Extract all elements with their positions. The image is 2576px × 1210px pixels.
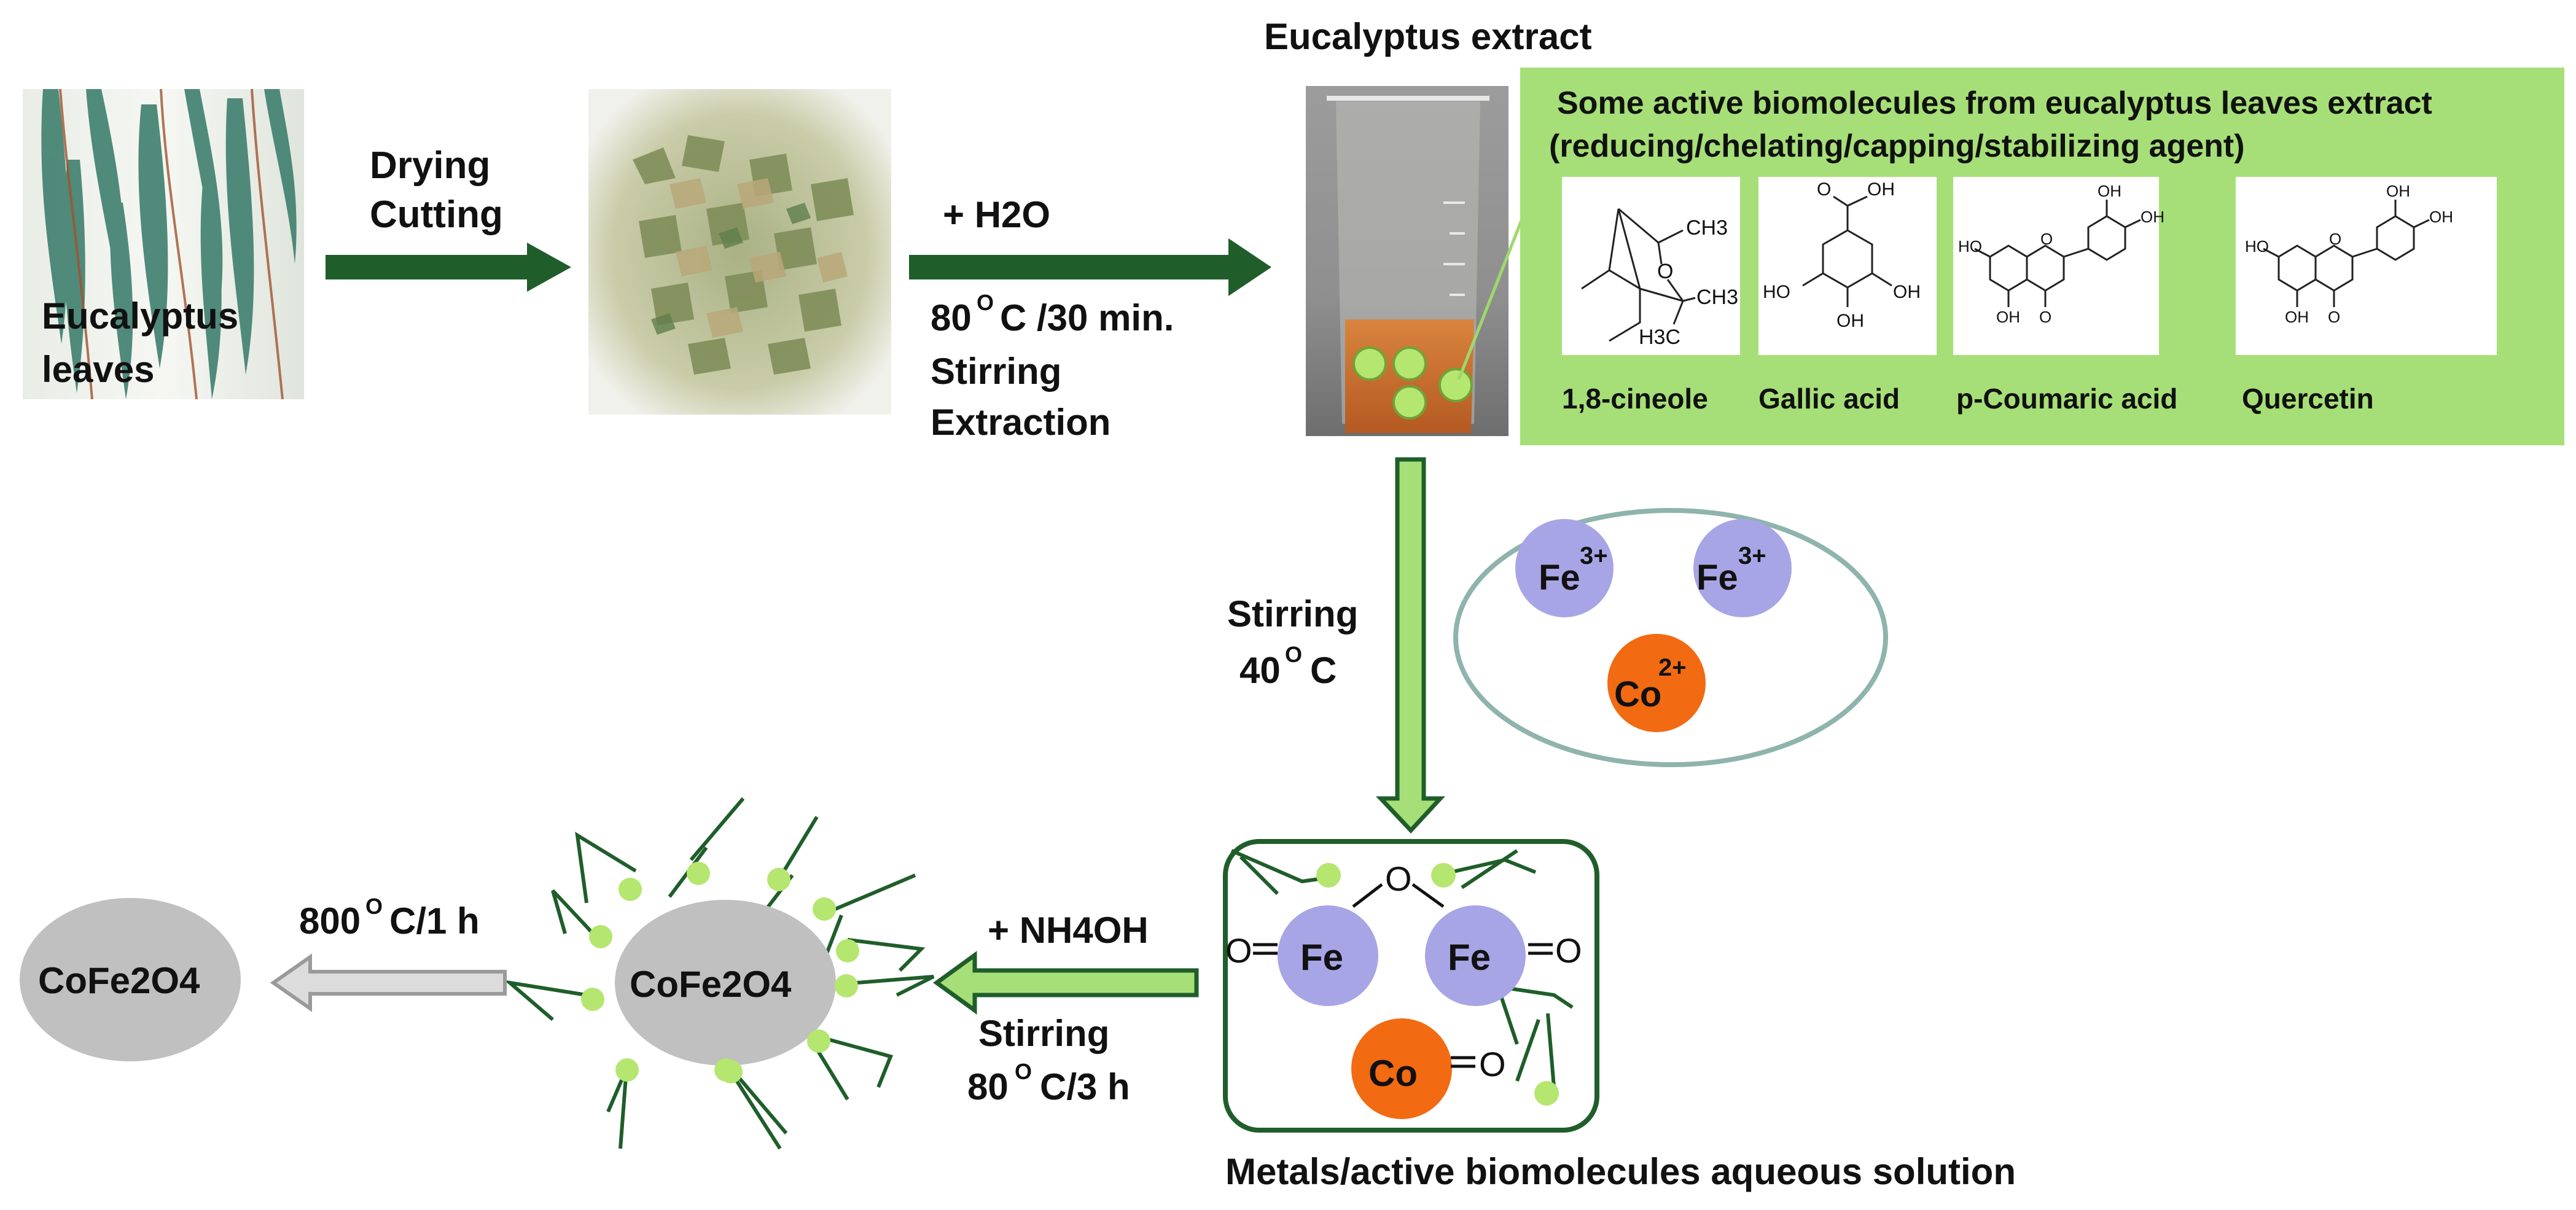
arrow-mixing [1375,457,1445,834]
biomolecules-panel: Some active biomolecules from eucalyptus… [1520,68,2564,445]
complex-caption: Metals/active biomolecules aqueous solut… [1225,1151,2016,1192]
metal-complex-box: Fe Fe Co O O O O [1223,839,1599,1133]
coumaric-oh-right: OH [2141,208,2164,226]
gallic-ho-left: HO [1763,282,1790,302]
leaves-label-line2: leaves [42,349,155,390]
coated-nanoparticle: CoFe2O4 [503,797,935,1150]
step-calc-degree: O [365,894,383,919]
dried-leaves-photo [588,89,891,415]
coumaric-ho-left: HO [1958,237,1982,256]
metal-ions-group: Fe 3+ Fe 3+ Co 2+ [1453,508,1888,767]
complex-co [1351,1018,1452,1119]
quercetin-structure: HO OH OH OH O O [2236,177,2497,355]
quercetin-o-bottom: O [2328,308,2340,326]
complex-co-label: Co [1368,1053,1418,1094]
gallic-oh-bottom: OH [1836,311,1864,331]
step-mix-stirring: Stirring [1227,593,1358,634]
co2-symbol: Co [1614,674,1661,714]
step-calc-temp: 800 [299,900,361,942]
arrow-calcination [270,953,507,1012]
extract-title: Eucalyptus extract [1264,16,1592,57]
quercetin-oh-top: OH [2386,182,2410,200]
coumaric-o-ring: O [2040,230,2053,248]
co2-charge: 2+ [1658,654,1687,681]
step-extraction-label: Extraction [931,402,1110,443]
co2-ion [1607,634,1706,732]
final-np-label: CoFe2O4 [38,960,200,1001]
fe3-right-symbol: Fe [1696,558,1738,598]
coumaric-oh-top: OH [2098,182,2121,200]
complex-o-right: O [1555,931,1582,970]
complex-fe-right [1425,905,1526,1006]
complex-fe-right-label: Fe [1448,937,1491,978]
gallic-oh-top: OH [1867,179,1895,200]
coumaric-acid-structure: HO OH OH OH O O [1953,177,2164,355]
quercetin-oh-bottom: OH [2285,308,2309,326]
leaves-photo: Eucalyptus leaves [23,88,304,400]
step-extraction-time: C /30 min. [1000,297,1174,338]
cineole-structure: CH3 O CH3 H3C [1562,177,1740,355]
complex-o-co: O [1479,1045,1506,1083]
coumaric-oh-bottom: OH [1996,308,2020,326]
cineole-ch3-right: CH3 [1696,286,1738,309]
step-water-label: + H2O [943,194,1050,235]
complex-o-left: O [1225,931,1252,970]
step-mix-degree: O [1285,642,1302,667]
step-mix-temp: 40 [1239,650,1281,691]
fe3-ion-right [1693,519,1792,617]
cineole-h3c: H3C [1639,326,1680,349]
complex-bridge-o: O [1385,859,1412,898]
quercetin-o-ring: O [2329,230,2341,248]
fe3-left-symbol: Fe [1539,558,1580,598]
step-mix-unit: C [1310,650,1337,691]
biomolecule-name-gallic: Gallic acid [1758,383,1900,415]
step-extraction-temp: 80 [931,297,972,338]
step-precip-unit: C/3 h [1040,1066,1130,1107]
step-extraction-stirring: Stirring [931,351,1061,392]
cineole-o: O [1657,260,1673,283]
cineole-ch3-top: CH3 [1686,216,1728,240]
arrow-precipitation [933,951,1199,1015]
final-nanoparticle: CoFe2O4 [20,898,241,1061]
biomolecule-name-quercetin: Quercetin [2242,383,2374,415]
coumaric-o-bottom: O [2039,308,2051,326]
complex-fe-left-label: Fe [1300,937,1343,978]
gallic-oh-right: OH [1893,282,1921,302]
step-precip-stirring: Stirring [978,1013,1109,1054]
biomolecules-header-2: (reducing/chelating/capping/stabilizing … [1549,128,2245,164]
fe3-left-charge: 3+ [1580,542,1608,569]
leaves-label-line1: Eucalyptus [42,295,238,337]
biomolecule-name-cineole: 1,8-cineole [1562,383,1708,415]
arrow-extraction [909,238,1271,296]
beaker-photo [1306,86,1509,436]
gallic-acid-structure: O OH HO OH OH [1758,177,1937,355]
step-precip-temp: 80 [967,1066,1009,1107]
gallic-o: O [1817,179,1831,200]
step-extraction-degree: O [977,290,994,315]
step-cutting-label: Cutting [370,193,503,236]
quercetin-ho-left: HO [2245,237,2269,256]
quercetin-oh-right: OH [2429,208,2453,226]
step-drying-label: Drying [370,144,490,187]
step-precip-reagent: + NH4OH [988,910,1149,951]
biomolecules-header-1: Some active biomolecules from eucalyptus… [1557,85,2432,121]
arrow-drying [326,243,571,292]
step-precip-degree: O [1015,1059,1032,1084]
step-calc-unit: C/1 h [389,900,480,942]
complex-fe-left [1278,905,1378,1006]
biomolecule-name-coumaric: p-Coumaric acid [1956,383,2177,415]
fe3-right-charge: 3+ [1738,542,1766,569]
coated-np-label: CoFe2O4 [630,964,792,1005]
fe3-ion-left [1515,519,1614,617]
